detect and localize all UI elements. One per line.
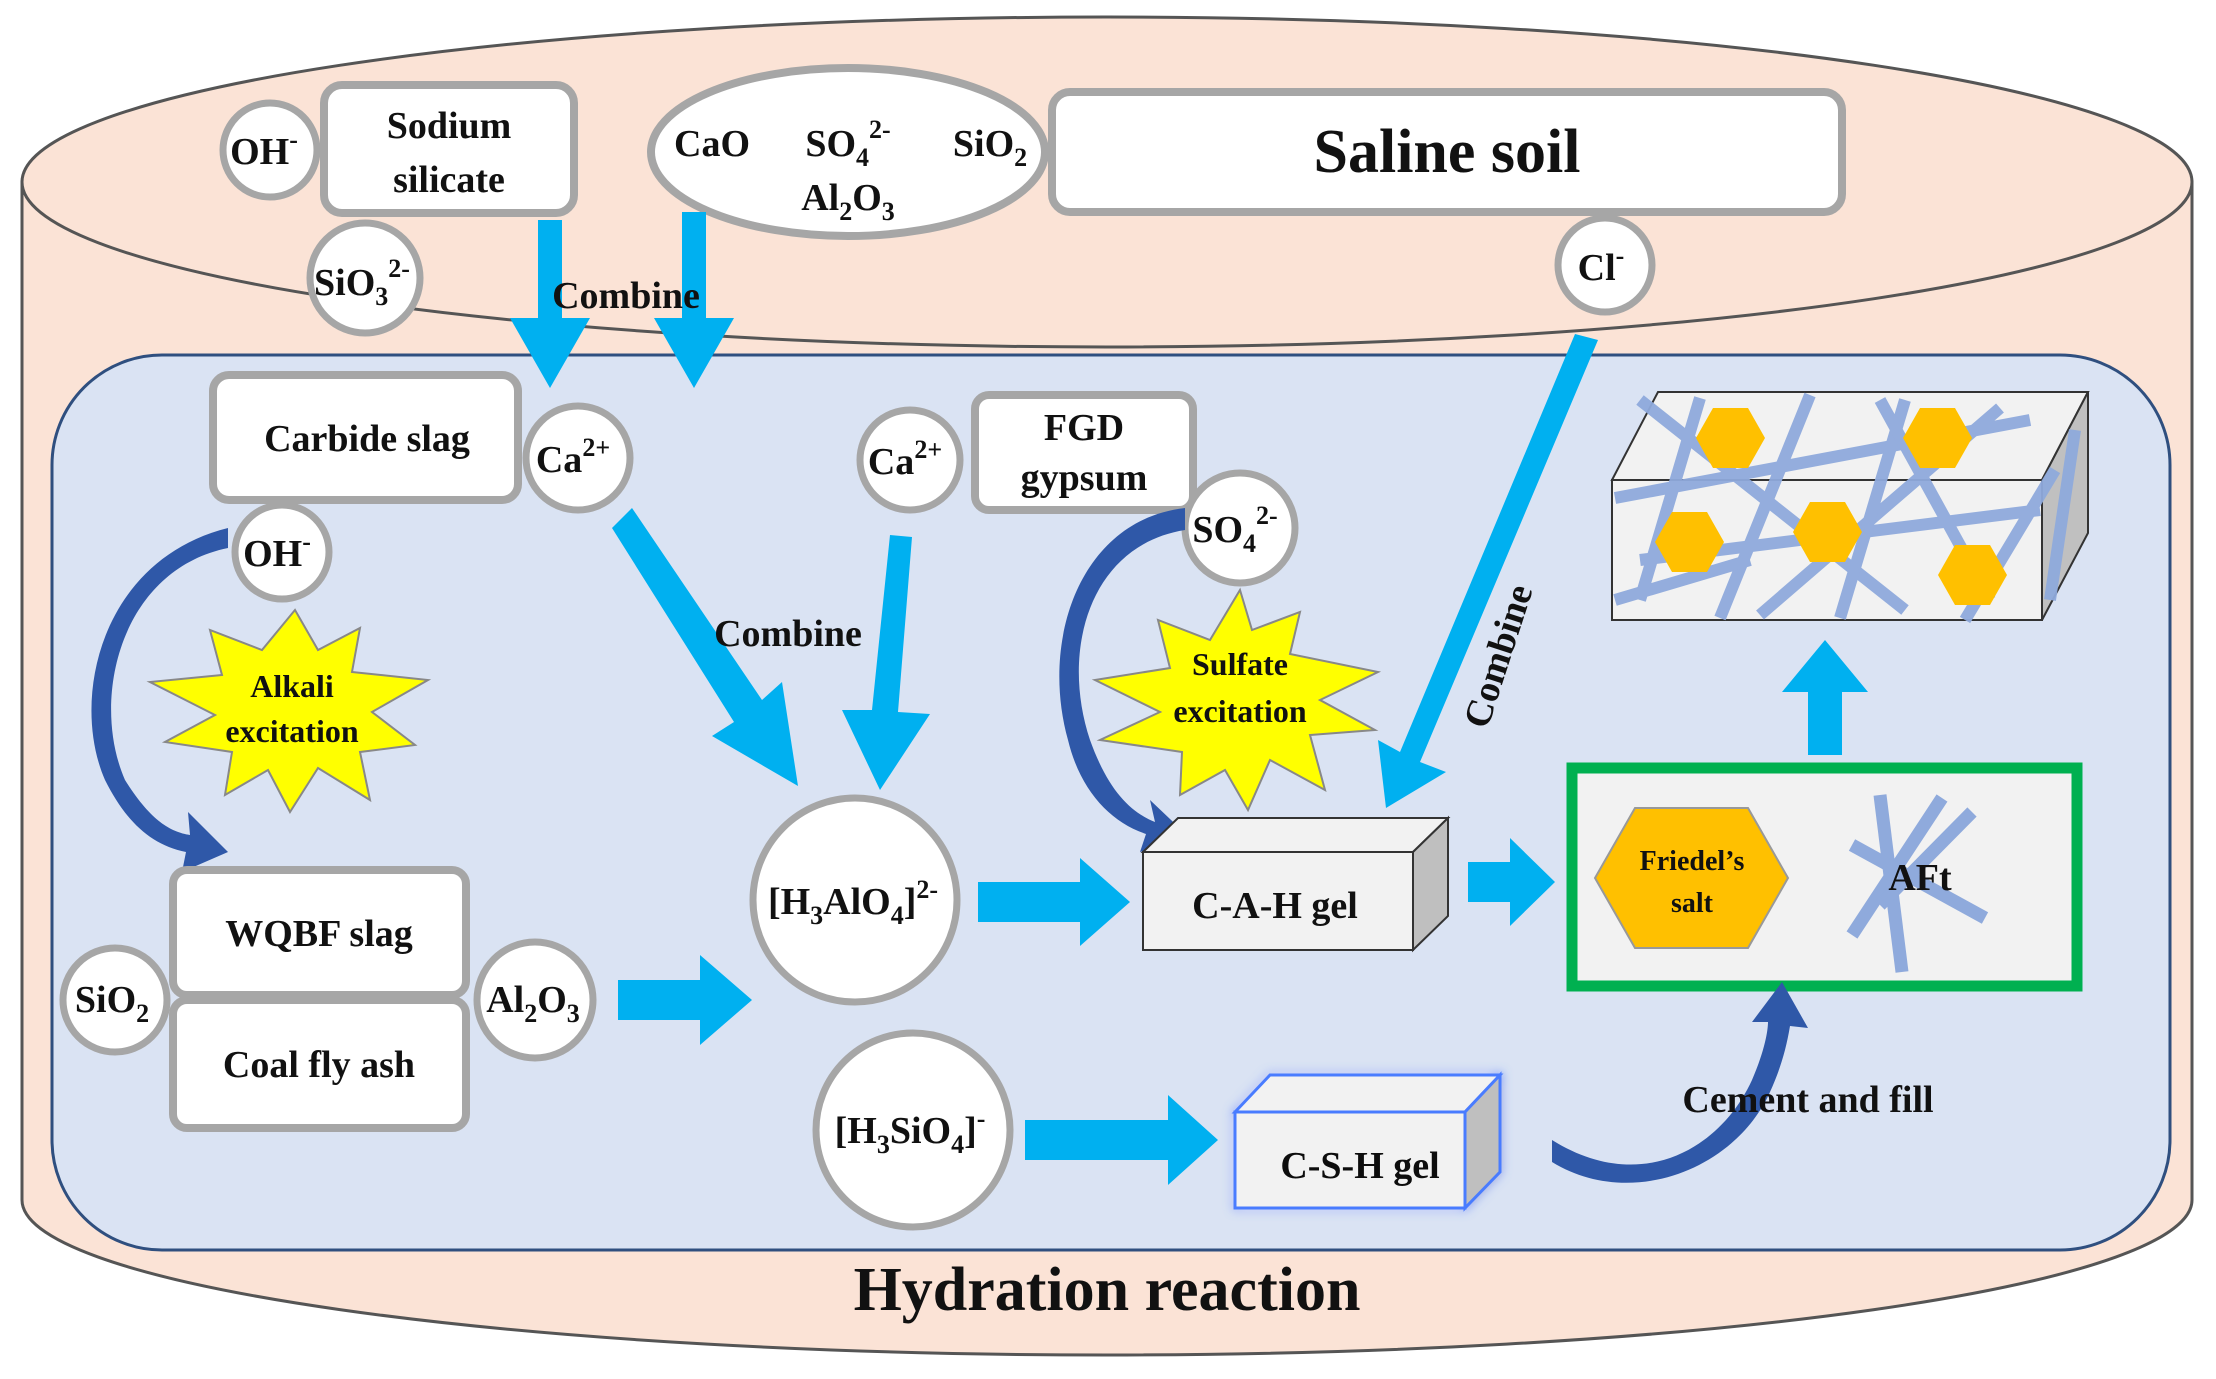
svg-text:Carbide slag: Carbide slag xyxy=(264,418,470,460)
curved-arrow-cement-fill xyxy=(1552,982,1808,1183)
oh-ion-top: OH- xyxy=(219,99,321,201)
svg-text:C-S-H gel: C-S-H gel xyxy=(1280,1145,1439,1187)
arrow-cah-to-products xyxy=(1468,838,1555,926)
oxides-ellipse: CaO SO42- SiO2 Al2O3 xyxy=(647,64,1049,240)
sio2-ion-left: SiO2 xyxy=(59,944,171,1056)
sodium-silicate-node: Sodium silicate xyxy=(320,81,578,217)
sio3-ion: SiO32- xyxy=(306,219,424,337)
cah-gel-node: C-A-H gel xyxy=(1140,815,1451,953)
carbide-slag-node: Carbide slag xyxy=(209,371,522,504)
svg-text:SiO2: SiO2 xyxy=(75,979,149,1028)
svg-text:OH-: OH- xyxy=(230,125,298,173)
svg-text:Saline soil: Saline soil xyxy=(1313,118,1580,186)
svg-text:[H3SiO4]-: [H3SiO4]- xyxy=(835,1104,986,1159)
sio2-label: SiO2 xyxy=(953,123,1027,172)
arrow-ca-mid-to-h3alo4 xyxy=(842,535,930,790)
hexagon-particles xyxy=(1655,408,2007,605)
h3alo4-ion: [H3AlO4]2- xyxy=(749,794,961,1006)
svg-text:OH-: OH- xyxy=(243,527,311,575)
arrow-ca-to-h3alo4 xyxy=(612,508,798,786)
friedel-salt-line2: salt xyxy=(1671,888,1714,919)
friedel-salt-line1: Friedel’s xyxy=(1640,846,1745,877)
h3sio4-ion: [H3SiO4]- xyxy=(812,1029,1014,1231)
svg-text:Alkali: Alkali xyxy=(250,668,334,704)
al2o3-label: Al2O3 xyxy=(801,177,895,226)
arrow-sodium-down xyxy=(510,220,590,388)
aft-label: AFt xyxy=(1888,857,1952,899)
svg-text:gypsum: gypsum xyxy=(1021,457,1148,499)
so4-label: SO42- xyxy=(805,115,890,172)
cement-fill-label: Cement and fill xyxy=(1682,1079,1933,1121)
coal-fly-ash-node: Coal fly ash xyxy=(169,996,470,1132)
svg-text:FGD: FGD xyxy=(1044,407,1124,449)
svg-text:excitation: excitation xyxy=(225,713,359,749)
svg-text:Sulfate: Sulfate xyxy=(1192,646,1288,682)
svg-text:Coal fly ash: Coal fly ash xyxy=(223,1044,415,1086)
arrow-h3sio4-to-csh xyxy=(1025,1095,1218,1185)
curved-arrow-alkali xyxy=(91,528,228,872)
arrow-slag-to-h3alo4 xyxy=(618,955,752,1045)
svg-text:Ca2+: Ca2+ xyxy=(536,433,610,481)
oh-ion-inner: OH- xyxy=(231,501,333,603)
ca-ion-mid: Ca2+ xyxy=(856,406,964,514)
combine-mid-label: Combine xyxy=(714,613,862,655)
svg-text:[H3AlO4]2-: [H3AlO4]2- xyxy=(768,875,938,930)
sodium-silicate-line2: silicate xyxy=(393,159,505,201)
cl-ion: Cl- xyxy=(1554,214,1656,316)
sodium-silicate-line1: Sodium xyxy=(387,105,512,147)
svg-text:Cl-: Cl- xyxy=(1578,241,1625,289)
csh-gel-node: C-S-H gel xyxy=(1231,1071,1504,1212)
hydration-label: Hydration reaction xyxy=(854,1256,1361,1324)
alkali-excitation-burst: Alkali excitation xyxy=(146,608,432,814)
curved-arrow-sulfate xyxy=(1059,508,1190,852)
ca-ion-left: Ca2+ xyxy=(522,402,634,514)
al2o3-ion-left: Al2O3 xyxy=(473,938,597,1062)
so4-ion-inner: SO42- xyxy=(1181,469,1299,587)
svg-text:WQBF slag: WQBF slag xyxy=(225,913,413,955)
wqbf-slag-node: WQBF slag xyxy=(169,866,470,999)
fgd-gypsum-node: FGD gypsum xyxy=(971,391,1197,514)
svg-text:Ca2+: Ca2+ xyxy=(868,435,942,483)
arrow-oxides-down xyxy=(654,212,734,388)
combine-top-label: Combine xyxy=(552,275,700,317)
aft-crystal-icon xyxy=(1846,794,1989,973)
svg-text:Al2O3: Al2O3 xyxy=(486,979,580,1028)
arrow-h3alo4-to-cah xyxy=(978,858,1130,946)
cao-label: CaO xyxy=(674,123,750,165)
friedel-salt-hexagon xyxy=(1593,807,1790,949)
svg-text:C-A-H gel: C-A-H gel xyxy=(1192,885,1358,927)
svg-text:SiO32-: SiO32- xyxy=(314,254,410,311)
composite-block xyxy=(1610,391,2090,624)
svg-text:SO42-: SO42- xyxy=(1192,501,1277,558)
arrow-cl-to-cah xyxy=(1378,334,1598,808)
svg-text:excitation: excitation xyxy=(1173,693,1307,729)
products-frame: Friedel’s salt AFt xyxy=(1566,762,2083,992)
sulfate-excitation-burst: Sulfate excitation xyxy=(1091,587,1382,813)
saline-soil-node: Saline soil xyxy=(1048,88,1846,216)
arrow-up-to-block xyxy=(1782,640,1868,755)
